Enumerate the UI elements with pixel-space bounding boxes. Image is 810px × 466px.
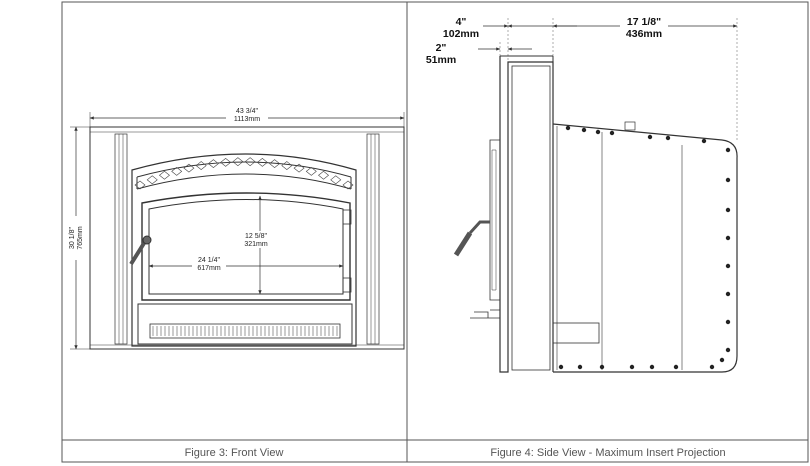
- glass-width-dimension: 24 1/4" 617mm: [148, 255, 344, 272]
- side-view-drawing: [453, 55, 738, 373]
- fastener-dot: [609, 130, 615, 136]
- lattice-diamond: [232, 157, 244, 167]
- side-depth-front-in: 4": [456, 16, 467, 28]
- lattice-diamond: [195, 161, 207, 170]
- lattice-diamond: [342, 180, 354, 190]
- glass-width-mm: 617mm: [197, 265, 221, 272]
- side-front-depth-dimension: 4" 102mm: [443, 16, 577, 62]
- side-view-panel: [406, 1, 809, 463]
- lattice-diamond: [318, 170, 330, 180]
- front-view-panel: [61, 1, 408, 463]
- lattice-diamond: [183, 163, 195, 173]
- fastener-dot: [649, 364, 655, 370]
- fastener-dot: [577, 364, 583, 370]
- lattice-diamond: [220, 157, 232, 167]
- fastener-dot: [709, 364, 715, 370]
- lattice-diamond: [171, 167, 183, 176]
- side-flange-dimension: 2" 51mm: [426, 42, 532, 66]
- fastener-dot: [673, 364, 679, 370]
- glass-height-mm: 321mm: [244, 241, 268, 248]
- fastener-dot: [725, 235, 731, 241]
- side-flange-mm: 51mm: [426, 54, 456, 66]
- lattice-diamond: [305, 167, 317, 176]
- lattice-diamond: [146, 175, 158, 185]
- glass-height-dimension: 12 5/8" 321mm: [240, 195, 274, 295]
- lattice-diamond: [256, 157, 268, 167]
- front-view-caption: Figure 3: Front View: [185, 447, 284, 459]
- lattice-diamond: [134, 180, 146, 190]
- front-height-dimension: 30 1/8" 765mm: [68, 126, 90, 350]
- glass-height-in: 12 5/8": [245, 233, 267, 240]
- side-total-depth-dimension: 17 1/8" 436mm: [507, 14, 738, 140]
- body-fastener-dots: [558, 125, 731, 370]
- lattice-diamond: [281, 161, 293, 170]
- front-height-mm: 765mm: [77, 226, 84, 250]
- fastener-dot: [565, 125, 571, 131]
- side-depth-front-mm: 102mm: [443, 28, 479, 40]
- front-width-dimension: 43 3/4" 1113mm: [89, 106, 405, 127]
- fastener-dot: [665, 135, 671, 141]
- fastener-dot: [701, 138, 707, 144]
- fastener-dot: [725, 347, 731, 353]
- fastener-dot: [629, 364, 635, 370]
- fastener-dot: [558, 364, 564, 370]
- fastener-dot: [647, 134, 653, 140]
- glass-width-in: 24 1/4": [198, 257, 220, 264]
- fastener-dot: [725, 263, 731, 269]
- ash-grille-slats: [152, 326, 338, 336]
- fastener-dot: [599, 364, 605, 370]
- arch-lattice-pattern: [134, 157, 354, 190]
- fastener-dot: [725, 177, 731, 183]
- front-height-in: 30 1/8": [69, 227, 76, 249]
- front-width-in: 43 3/4": [236, 108, 258, 115]
- front-width-mm: 1113mm: [234, 116, 260, 123]
- fastener-dot: [595, 129, 601, 135]
- lattice-diamond: [244, 157, 256, 167]
- fastener-dot: [719, 357, 725, 363]
- lattice-diamond: [269, 159, 281, 169]
- side-depth-total-in: 17 1/8": [627, 16, 661, 28]
- lattice-diamond: [207, 159, 219, 169]
- side-depth-total-mm: 436mm: [626, 28, 662, 40]
- fastener-dot: [725, 147, 731, 153]
- fastener-dot: [581, 127, 587, 133]
- lattice-diamond: [158, 170, 170, 180]
- lattice-diamond: [293, 163, 305, 173]
- side-view-caption: Figure 4: Side View - Maximum Insert Pro…: [490, 447, 725, 459]
- fastener-dot: [725, 207, 731, 213]
- fastener-dot: [725, 291, 731, 297]
- fastener-dot: [725, 319, 731, 325]
- lattice-diamond: [330, 175, 342, 185]
- side-flange-in: 2": [436, 42, 447, 54]
